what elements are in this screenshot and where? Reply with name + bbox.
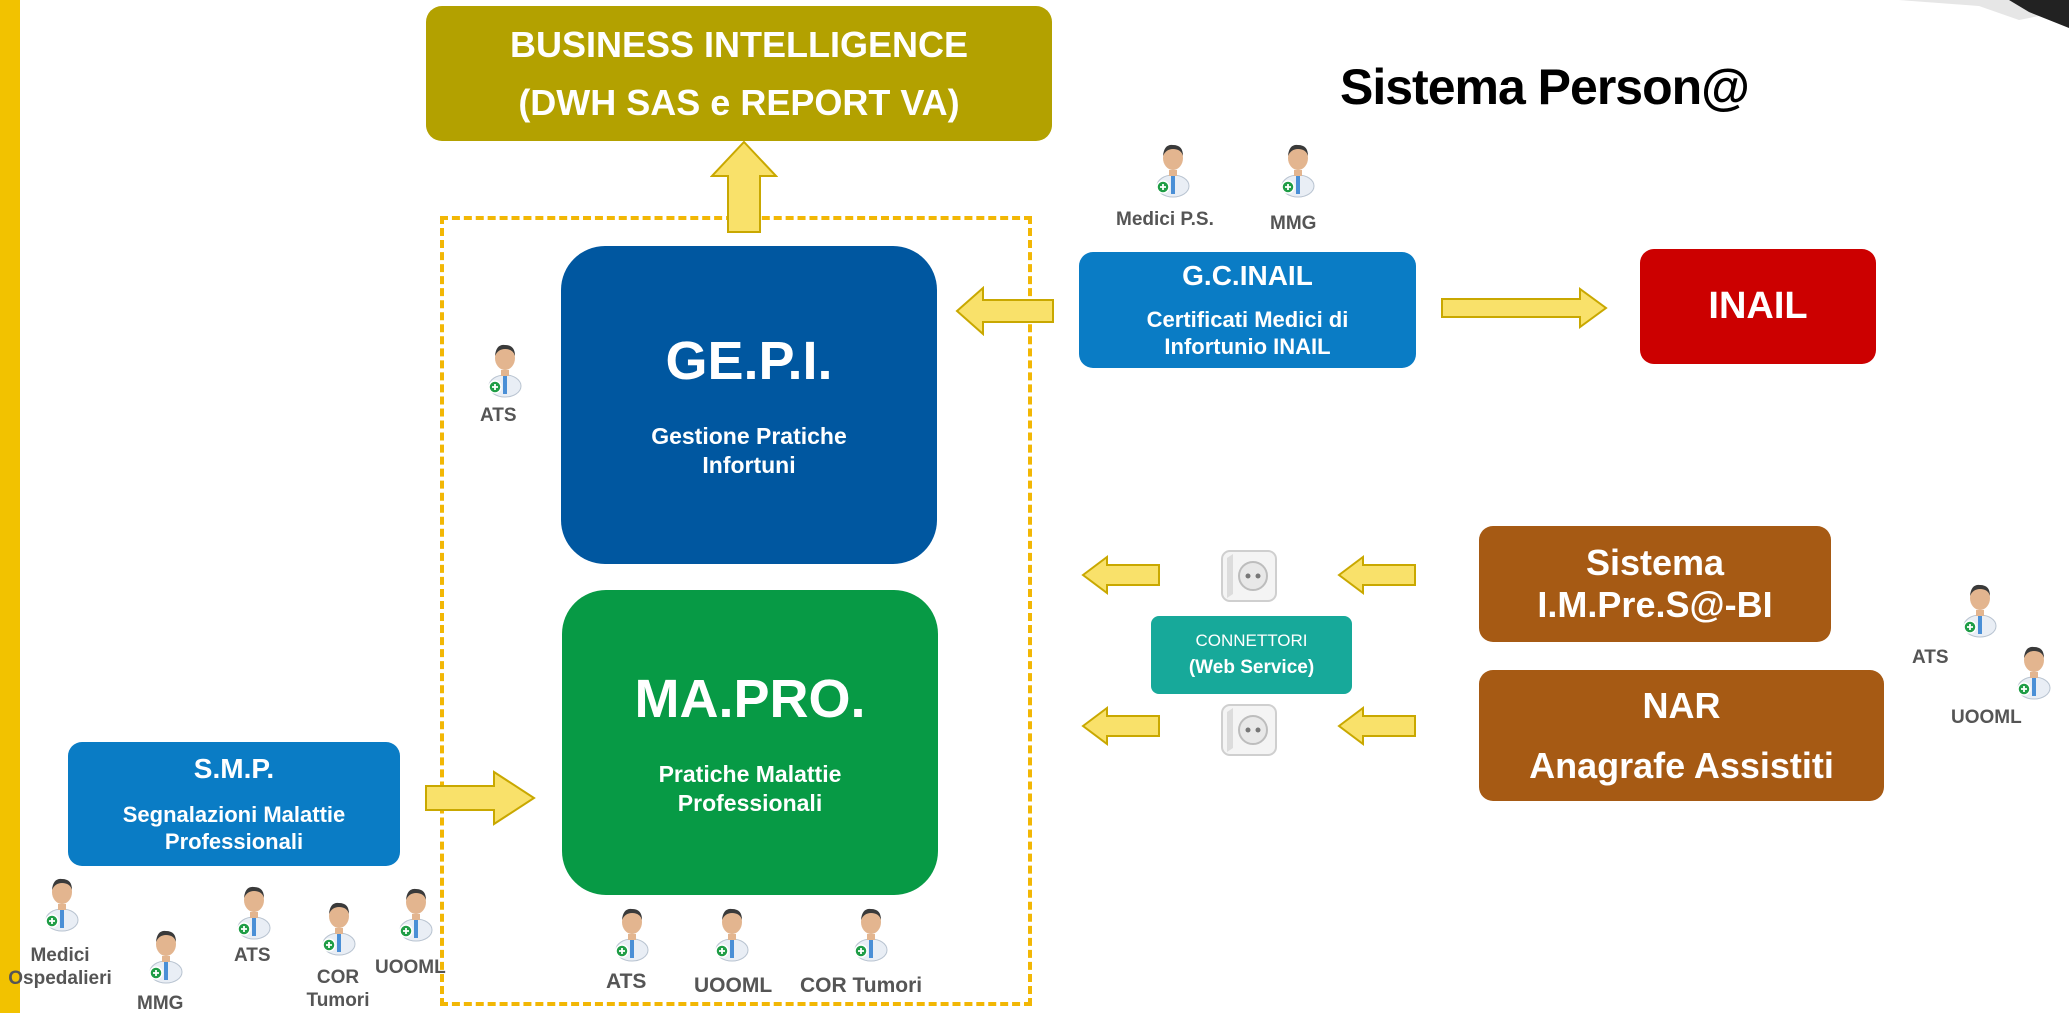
user-icon [45, 878, 79, 932]
gepi-desc-1: Gestione Pratiche [651, 423, 847, 449]
mapro-box[interactable]: MA.PRO. Pratiche Malattie Professionali [562, 590, 938, 895]
arrow-right-icon [425, 770, 536, 826]
arrow-left-icon [1337, 706, 1416, 746]
user-icon [322, 902, 356, 956]
gcinail-desc-2: Infortunio INAIL [1164, 334, 1331, 359]
user-icon [615, 908, 649, 962]
gepi-desc-2: Infortuni [702, 452, 796, 478]
inail-box[interactable]: INAIL [1640, 249, 1876, 364]
impresa-line-1: Sistema [1585, 542, 1725, 583]
connettori-box[interactable]: CONNETTORI (Web Service) [1151, 616, 1352, 694]
gcinail-name: G.C.INAIL [1182, 260, 1313, 291]
impresa-box[interactable]: Sistema I.M.Pre.S@-BI [1479, 526, 1831, 642]
nar-line-1: NAR [1642, 684, 1721, 726]
user-label-medici-ps: Medici P.S. [1116, 209, 1214, 230]
smp-box[interactable]: S.M.P. Segnalazioni Malattie Professiona… [68, 742, 400, 866]
user-icon [854, 908, 888, 962]
user-label-cor-tumori: COR Tumori [800, 974, 923, 997]
user-icon [237, 886, 271, 940]
gcinail-box[interactable]: G.C.INAIL Certificati Medici di Infortun… [1079, 252, 1416, 368]
user-label-cor-2: Tumori [306, 990, 370, 1011]
user-label-mmg: MMG [137, 993, 184, 1014]
mapro-desc-1: Pratiche Malattie [658, 760, 842, 787]
user-label-ats: ATS [606, 970, 647, 993]
user-label-uooml: UOOML [375, 957, 446, 978]
connettori-sub: (Web Service) [1188, 657, 1315, 678]
smp-name: S.M.P. [193, 753, 275, 784]
user-icon [399, 888, 433, 942]
mapro-desc-2: Professionali [677, 789, 823, 816]
gepi-box[interactable]: GE.P.I. Gestione Pratiche Infortuni [561, 246, 937, 564]
arrow-left-icon [955, 286, 1054, 336]
user-label-uooml: UOOML [1951, 707, 2022, 728]
user-icon [488, 344, 522, 398]
gcinail-desc-1: Certificati Medici di [1146, 307, 1349, 332]
user-label-ats: ATS [480, 405, 517, 426]
left-accent-bar [0, 0, 20, 1013]
business-intelligence-box[interactable]: BUSINESS INTELLIGENCE (DWH SAS e REPORT … [426, 6, 1052, 141]
user-icon [149, 930, 183, 984]
connettori-label: CONNETTORI [1195, 631, 1308, 650]
user-label-cor-tumori: COR Tumori [306, 966, 370, 1012]
arrow-left-icon [1337, 555, 1416, 595]
mapro-name: MA.PRO. [634, 668, 866, 729]
arrow-up-icon [710, 140, 778, 233]
socket-icon [1221, 704, 1277, 756]
socket-icon [1221, 550, 1277, 602]
inail-name: INAIL [1708, 285, 1808, 327]
arrow-left-icon [1081, 706, 1160, 746]
nar-box[interactable]: NAR Anagrafe Assistiti [1479, 670, 1884, 801]
smp-desc-1: Segnalazioni Malattie [122, 802, 346, 827]
user-label-uooml: UOOML [694, 974, 773, 997]
user-icon [2017, 646, 2051, 700]
user-label-medici-1: Medici [30, 945, 90, 966]
user-label-ats: ATS [1912, 647, 1949, 668]
arrow-left-icon [1081, 555, 1160, 595]
nar-line-2: Anagrafe Assistiti [1529, 744, 1834, 786]
arrow-right-icon [1441, 287, 1608, 329]
user-label-cor-1: COR [316, 967, 360, 988]
user-icon [1963, 584, 1997, 638]
user-icon [1281, 144, 1315, 198]
user-label-mmg: MMG [1270, 213, 1317, 234]
impresa-line-2: I.M.Pre.S@-BI [1537, 584, 1773, 625]
bi-line-2: (DWH SAS e REPORT VA) [518, 81, 960, 123]
smp-desc-2: Professionali [164, 829, 304, 854]
user-label-ats: ATS [234, 945, 271, 966]
corner-decoration [1899, 0, 2069, 28]
page-title: Sistema Person@ [1340, 59, 1750, 115]
user-icon [715, 908, 749, 962]
user-icon [1156, 144, 1190, 198]
gepi-name: GE.P.I. [665, 331, 833, 391]
bi-line-1: BUSINESS INTELLIGENCE [509, 23, 969, 65]
user-label-medici-2: Ospedalieri [8, 968, 112, 989]
user-label-medici-ospedalieri: Medici Ospedalieri [4, 944, 116, 990]
